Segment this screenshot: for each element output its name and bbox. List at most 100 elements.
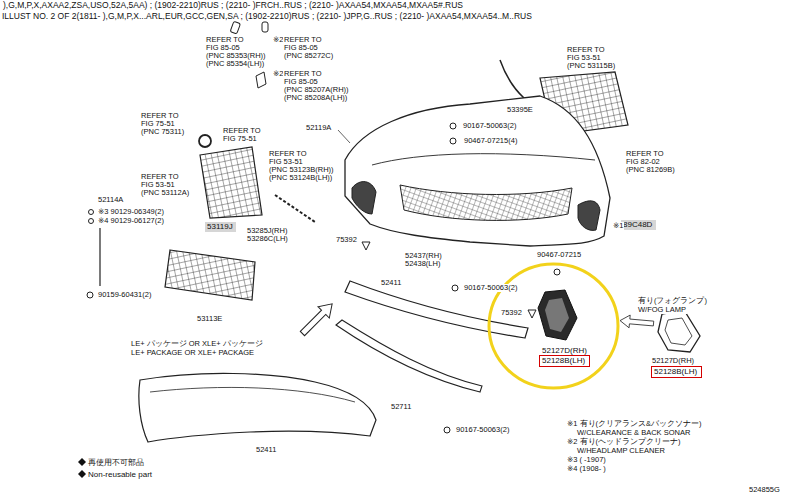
bumper-crease [150,387,355,402]
part-number-box: 89C48D [621,220,656,230]
part-callout: (PNC 53124B(LH)) [268,174,333,182]
part-callout: 52711 [390,403,412,411]
part-callout: FIG 53-51 [140,181,176,189]
part-callout: 53285J(RH) [246,227,288,235]
bolt [452,285,458,291]
part-callout: 52411 [255,446,277,454]
part-callout: REFER TO [566,46,606,54]
part-callout: (PNC 53115B) [566,62,616,70]
part-callout: W/FOG LAMP [637,306,687,314]
nozzle-cap [230,21,240,34]
part-number: 52128B(LH) [542,356,587,366]
part-callout: 52437(RH) [404,252,443,260]
part-callout: REFER TO [140,112,180,120]
lower-grille [165,250,255,300]
clip [450,138,456,144]
bumper-strip [336,320,482,392]
part-callout: 524855G [748,486,781,494]
part-callout: (PNC 53112A) [140,189,190,197]
part-callout: 52411 [380,279,402,287]
part-callout: REFER TO [283,36,323,44]
part-callout: ※4 (1908- ) [566,465,607,473]
part-callout: W/CLEARANCE & BACK SONAR [576,429,691,437]
bolt [444,427,450,433]
emblem [199,135,211,147]
circle-outline [487,262,620,390]
fog-opening [352,182,376,214]
circle-outline [489,264,618,388]
part-number: 52128B(LH) [654,367,699,377]
cover-grille-opening [400,185,572,220]
part-callout: 75392 [335,236,358,244]
fog-opening [578,201,600,231]
bracket-strip [99,228,100,286]
hollow-arrow [297,298,338,339]
part-number-box: 53119J [205,222,236,232]
package-bumper [139,373,376,442]
part-callout: FIG 53-51 [268,158,304,166]
clip [554,269,560,275]
part-number: 53119J [207,222,234,232]
part-callout: ※1 有り(クリアランス&バックソナー) [566,420,703,428]
part-callout: (PNC 81269B) [625,166,676,174]
part-callout: REFER TO [283,70,323,78]
washer-cap [262,22,268,32]
part-callout: 53286C(LH) [246,235,289,243]
part-callout: REFER TO [140,173,180,181]
radiator-grille [200,147,262,218]
part-callout: 52127D(RH) [651,357,695,365]
part-callout: 52438(LH) [404,260,441,268]
part-callout: REFER TO [268,150,308,158]
part-callout: ※4 90129-06127(2) [97,217,165,225]
part-callout: 90167-50063(2) [455,426,510,434]
clip [362,242,370,250]
part-number: 89C48D [623,220,654,230]
part-callout: FIG 82-02 [625,158,661,166]
part-callout: (PNC 85353(RH)) [205,52,267,60]
part-callout: ※1 [612,222,624,230]
part-callout: ※3 90129-06349(2) [97,208,165,216]
part-callout: 52114A [97,196,124,204]
bolt [89,219,94,224]
part-callout: 90467-07215(4) [463,137,518,145]
lower-bumper [345,281,528,338]
part-callout: REFER TO [625,150,665,158]
legend-symbol [78,470,86,478]
part-callout: 90467-07215 [536,251,582,259]
part-callout: FIG 85-05 [283,78,319,86]
part-callout: 53395E [506,106,534,114]
fog-lamp-cover [658,310,700,352]
grille-strip [500,60,524,98]
legend-symbol [78,458,86,466]
part-callout: (PNC 75311) [140,128,185,136]
part-callout: ※2 有り(ヘッドランプクリーナ) [566,438,682,446]
part-callout: ※3 ( -1907) [566,456,607,464]
hollow-arrow [620,314,655,330]
bolt [87,292,93,298]
bolt [89,210,94,215]
part-callout: REFER TO [205,36,245,44]
part-callout: FIG 85-05 [205,44,241,52]
part-callout: LE+ パッケージ OR XLE+ パッケージ [130,340,264,348]
part-callout: (PNC 85208A(LH)) [283,94,348,102]
part-callout: ),G,M,P,X,AXAA2,ZSA,USO,52A,5AA) ; (1902… [2,1,464,9]
part-callout: 90159-60431(2) [97,291,152,299]
part-callout: 90167-50063(2) [463,284,518,292]
part-callout: LE+ PACKAGE OR XLE+ PACKAGE [130,349,255,357]
highlight-box: 52128B(LH) [651,366,702,378]
part-callout: (PNC 85354(LH)) [205,60,265,68]
part-callout: 75392 [500,309,523,317]
highlight-circle: 52127D(RH)52128B(LH) [487,262,620,390]
part-callout: 52119A [305,124,332,132]
part-callout: REFER TO [222,127,262,135]
highlight-box: 52128B(LH) [539,355,590,367]
legend-text: 再使用不可部品 [88,458,144,467]
cover-crease [372,154,595,165]
bolt [450,123,456,129]
clip [528,310,536,318]
part-callout: 有り(フォグランプ) [637,297,708,305]
part-callout: (PNC 53123B(RH)) [268,166,335,174]
part-callout: FIG 75-51 [140,120,176,128]
part-callout: FIG 75-51 [222,135,258,143]
part-callout: (PNC 85272C) [283,52,334,60]
